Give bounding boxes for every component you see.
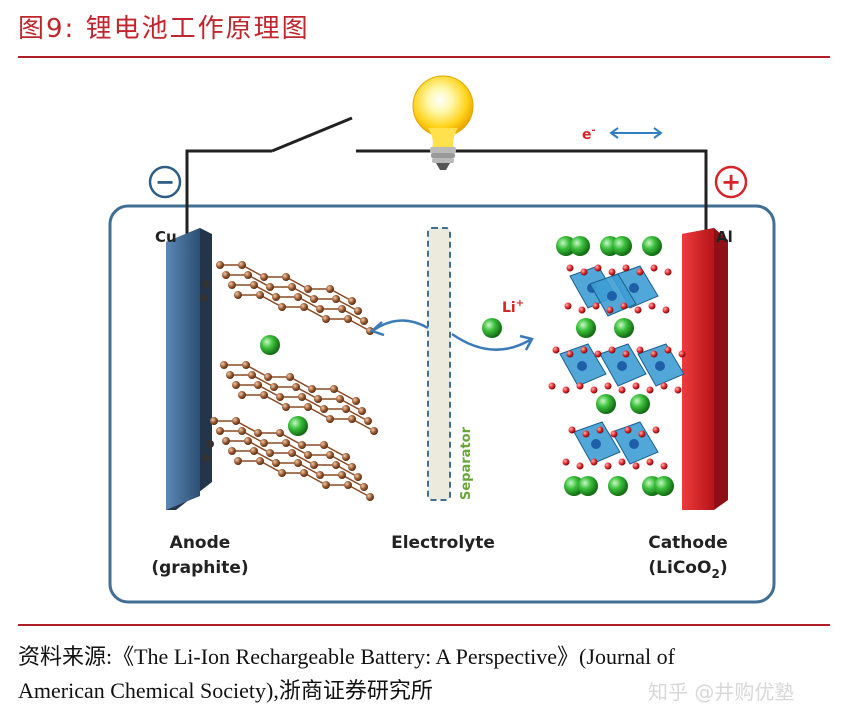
lithium-ion-migrating	[482, 318, 502, 338]
source-line-2: American Chemical Society),浙商证券研究所	[18, 678, 433, 703]
oxygen-row-3	[568, 426, 660, 438]
oxygen-row-1	[566, 264, 672, 276]
graphite-sheet-3	[210, 417, 374, 501]
edge-carbon	[202, 454, 210, 462]
wire-right	[356, 149, 708, 240]
separator-label: Separator	[459, 426, 474, 500]
title-rule	[18, 56, 830, 58]
light-bulb-icon	[412, 75, 474, 170]
cathode-material-label: (LiCoO2)	[648, 558, 727, 581]
graphite-sheet-2	[220, 361, 378, 435]
li-row-4	[564, 476, 674, 496]
cathode-terminal-label: Al	[716, 228, 733, 246]
anode-electrode	[166, 228, 212, 510]
watermark: 知乎 @井购优塾	[648, 680, 795, 704]
lithium-ion-label: Li+	[502, 298, 524, 316]
battery-diagram: − + e- Cu Al Separator Li+	[108, 75, 776, 604]
lithium-ion-anode-2	[288, 416, 308, 436]
source-rule	[18, 624, 830, 626]
anode-label: Anode	[170, 533, 231, 553]
li-row-1	[556, 236, 662, 256]
source-note: 资料来源:《The Li-Ion Rechargeable Battery: A…	[18, 640, 838, 708]
wire-left	[185, 149, 272, 240]
oxygen-row-1b	[564, 302, 670, 314]
oxygen-row-2	[552, 346, 686, 358]
minus-sign: −	[155, 168, 175, 196]
oxygen-row-2b	[548, 382, 682, 394]
electrolyte-label: Electrolyte	[391, 533, 495, 553]
plus-sign: +	[721, 168, 741, 196]
electron-label: e-	[582, 125, 596, 143]
electron-arrow-icon	[609, 127, 663, 139]
edge-carbon	[200, 294, 208, 302]
cathode-electrode	[682, 228, 728, 510]
licoo2-lattice	[548, 236, 686, 496]
graphite-sheet-1	[216, 261, 374, 335]
edge-carbon	[206, 440, 214, 448]
oxygen-row-3b	[562, 458, 668, 470]
graphite-layers	[200, 261, 378, 501]
li-row-3	[596, 394, 650, 414]
arrow-to-cathode	[451, 332, 531, 351]
positive-terminal-icon: +	[714, 165, 748, 199]
anode-terminal-label: Cu	[155, 228, 177, 246]
arrow-to-anode	[373, 319, 429, 332]
figure-title: 图9: 锂电池工作原理图	[18, 14, 310, 44]
edge-carbon	[202, 280, 210, 288]
source-line-1: 资料来源:《The Li-Ion Rechargeable Battery: A…	[18, 644, 675, 669]
anode-material-label: (graphite)	[151, 558, 248, 578]
negative-terminal-icon: −	[148, 165, 182, 199]
separator	[427, 227, 451, 501]
switch-lever	[271, 116, 353, 153]
li-row-2	[576, 318, 634, 338]
lithium-ion-anode-1	[260, 335, 280, 355]
cathode-label: Cathode	[648, 533, 728, 553]
coo2-layer-1	[569, 265, 659, 317]
